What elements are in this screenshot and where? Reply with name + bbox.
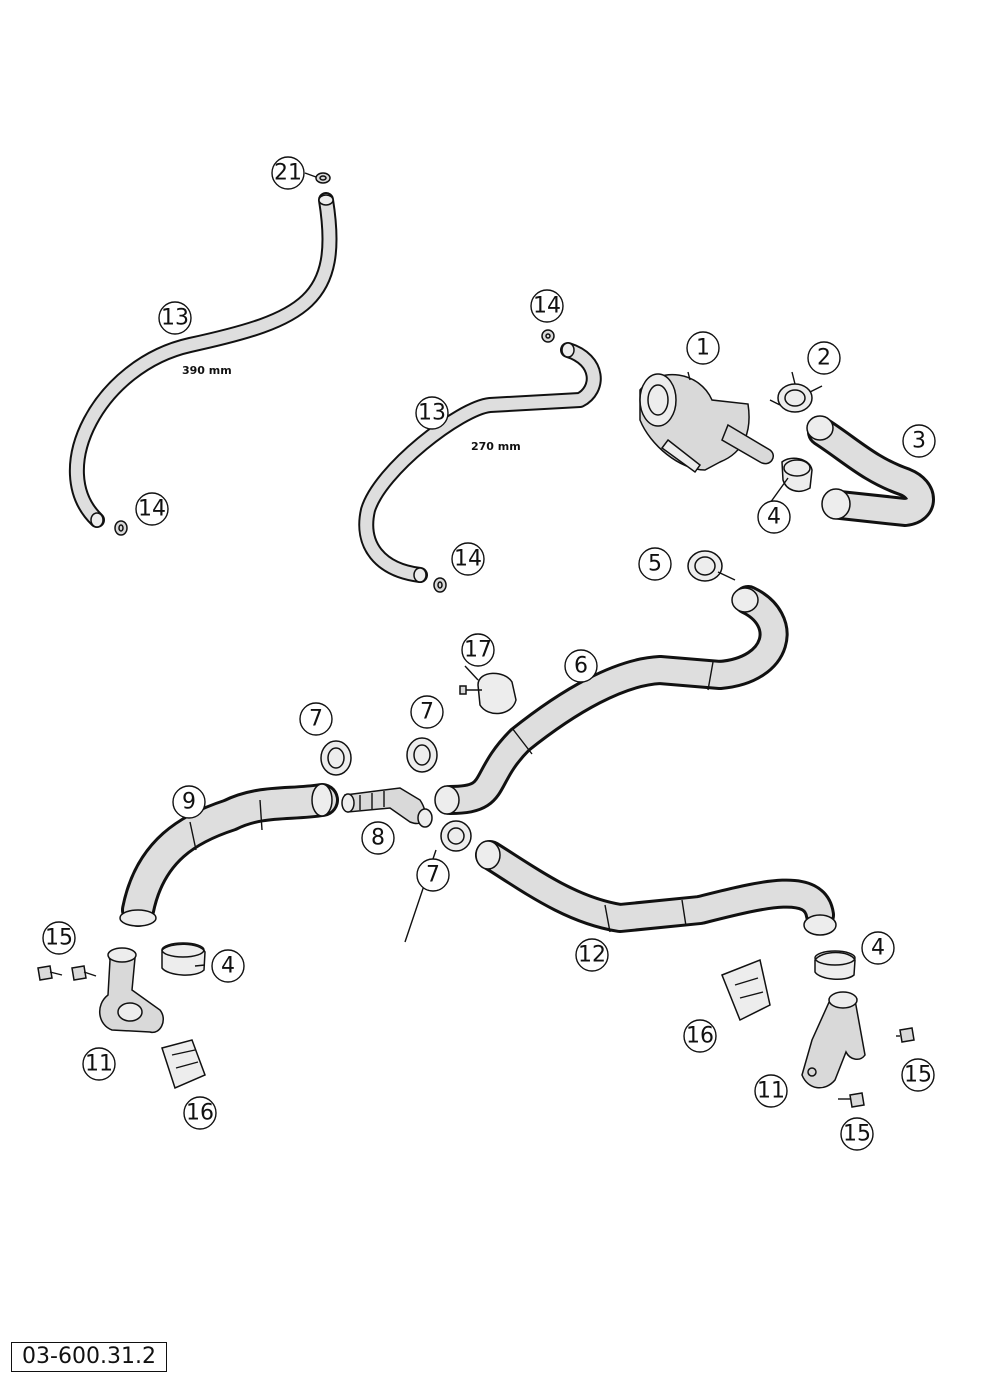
callout-4: 4 <box>211 949 245 983</box>
svg-text:12: 12 <box>578 943 606 968</box>
part-6-hose <box>434 585 789 815</box>
part-3-y-hose <box>806 415 935 527</box>
svg-text:2: 2 <box>817 346 831 371</box>
callout-9: 9 <box>172 785 206 819</box>
leader-lines <box>194 172 796 967</box>
svg-text:4: 4 <box>767 505 781 530</box>
callout-5: 5 <box>638 547 672 581</box>
callout-16: 16 <box>183 1096 217 1130</box>
clamp-small-14a <box>114 520 128 536</box>
svg-text:4: 4 <box>871 936 885 961</box>
svg-text:11: 11 <box>757 1079 785 1104</box>
svg-text:4: 4 <box>221 954 235 979</box>
svg-text:16: 16 <box>686 1024 714 1049</box>
part-11-housing-left <box>99 947 164 1034</box>
clamp-small-14b <box>541 329 555 343</box>
part-1-canister <box>639 373 774 474</box>
part-16-gasket-left <box>161 1039 206 1090</box>
svg-text:21: 21 <box>274 161 302 186</box>
callout-14: 14 <box>135 492 169 526</box>
part-8-connector <box>341 787 433 828</box>
clamp-small-21 <box>315 172 331 184</box>
part-12-hose <box>475 840 837 936</box>
callout-11: 11 <box>754 1074 788 1108</box>
part-11-housing-right <box>801 991 866 1089</box>
part-16-gasket-right <box>721 958 771 1022</box>
callout-13: 13 <box>158 301 192 335</box>
svg-text:15: 15 <box>45 926 73 951</box>
svg-text:17: 17 <box>464 638 492 663</box>
callout-15: 15 <box>42 921 76 955</box>
svg-text:1: 1 <box>696 336 710 361</box>
svg-text:9: 9 <box>182 790 196 815</box>
part-17-bracket <box>459 672 517 715</box>
part-4-clamp-right <box>814 950 856 980</box>
part-7-clamp-c <box>440 820 472 852</box>
callout-7: 7 <box>299 702 333 736</box>
callout-4: 4 <box>861 931 895 965</box>
svg-text:13: 13 <box>161 306 189 331</box>
svg-text:7: 7 <box>309 707 323 732</box>
svg-text:5: 5 <box>648 552 662 577</box>
svg-text:15: 15 <box>904 1063 932 1088</box>
svg-text:8: 8 <box>371 826 385 851</box>
clamp-small-14c <box>433 577 447 593</box>
part-4-clamp-top <box>781 457 813 492</box>
part-7-clamp-a <box>320 740 352 776</box>
svg-text:15: 15 <box>843 1122 871 1147</box>
part-9-hose <box>119 783 339 927</box>
hose-390mm <box>69 192 338 528</box>
part-5-spring-clamp <box>687 550 736 582</box>
callout-15: 15 <box>901 1058 935 1092</box>
svg-text:11: 11 <box>85 1052 113 1077</box>
svg-text:7: 7 <box>426 863 440 888</box>
dimension-390mm: 390 mm <box>182 364 232 377</box>
part-2-spring-clamp <box>769 383 823 413</box>
callout-4: 4 <box>757 500 791 534</box>
callout-16: 16 <box>683 1019 717 1053</box>
svg-text:14: 14 <box>454 547 482 572</box>
callout-11: 11 <box>82 1047 116 1081</box>
callout-15: 15 <box>840 1117 874 1151</box>
callout-1: 1 <box>686 331 720 365</box>
part-7-clamp-b <box>406 737 438 773</box>
callout-7: 7 <box>410 695 444 729</box>
svg-text:3: 3 <box>912 429 926 454</box>
callout-7: 7 <box>416 858 450 892</box>
svg-text:13: 13 <box>418 401 446 426</box>
callout-14: 14 <box>530 289 564 323</box>
svg-text:7: 7 <box>420 700 434 725</box>
dimension-270mm: 270 mm <box>471 440 521 453</box>
part-15-bolts-left <box>37 965 97 981</box>
diagram-code-label: 03-600.31.2 <box>11 1342 167 1372</box>
callout-8: 8 <box>361 821 395 855</box>
part-4-clamp-left <box>161 942 206 976</box>
callout-13: 13 <box>415 396 449 430</box>
callout-3: 3 <box>902 424 936 458</box>
callout-21: 21 <box>271 156 305 190</box>
svg-text:14: 14 <box>533 294 561 319</box>
part-15-bolts-right <box>838 1027 915 1108</box>
callout-2: 2 <box>807 341 841 375</box>
svg-text:14: 14 <box>138 497 166 522</box>
hose-270mm <box>358 342 602 583</box>
svg-text:6: 6 <box>574 654 588 679</box>
callout-17: 17 <box>461 633 495 667</box>
callout-6: 6 <box>564 649 598 683</box>
svg-text:16: 16 <box>186 1101 214 1126</box>
callout-12: 12 <box>575 938 609 972</box>
callout-14: 14 <box>451 542 485 576</box>
